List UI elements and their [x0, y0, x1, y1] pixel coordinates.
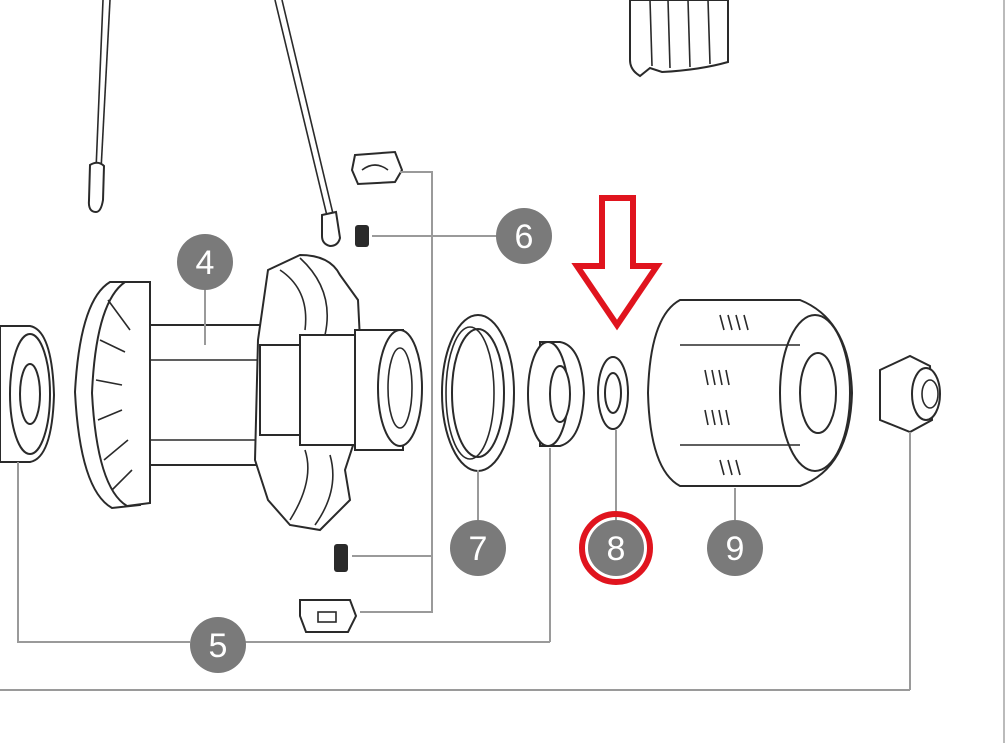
callout-7-label: 7	[469, 530, 488, 568]
callout-6-label: 6	[515, 218, 534, 256]
pawl-bottom	[299, 599, 358, 633]
callout-9: 9	[707, 520, 763, 576]
callout-5: 5	[190, 617, 246, 673]
spoke-left	[87, 0, 111, 214]
left-bearing	[0, 325, 56, 463]
end-cap	[879, 354, 941, 690]
right-bearing	[527, 341, 586, 642]
callout-7-badge	[450, 520, 506, 576]
callout-5-badge	[190, 617, 246, 673]
callout-4-badge	[177, 234, 233, 290]
spring-bottom	[334, 544, 348, 572]
callout-4-label: 4	[196, 244, 215, 282]
pawl-top	[350, 150, 404, 186]
hub-body	[73, 253, 423, 532]
callout-8-badge	[588, 520, 644, 576]
spacer-washer	[597, 356, 629, 520]
spring-top	[355, 225, 369, 247]
callout-8-highlight-ring	[579, 511, 653, 585]
callout-8: 8	[579, 511, 653, 585]
spoke-right	[274, 0, 342, 248]
highlight-arrow	[571, 195, 663, 331]
callout-9-label: 9	[726, 530, 745, 568]
callout-6-badge	[496, 208, 552, 264]
callout-9-badge	[707, 520, 763, 576]
freehub-body	[646, 299, 854, 520]
callout-7: 7	[450, 520, 506, 576]
rim-fragment	[629, 0, 729, 78]
callout-5-label: 5	[209, 627, 228, 665]
pawl-bracket-leader	[360, 171, 433, 613]
ratchet-ring	[441, 314, 515, 520]
callout-8-label: 8	[607, 530, 626, 568]
callout-4: 4	[177, 234, 233, 345]
callout-6: 6	[352, 171, 552, 613]
callout-5-leader	[17, 462, 550, 643]
